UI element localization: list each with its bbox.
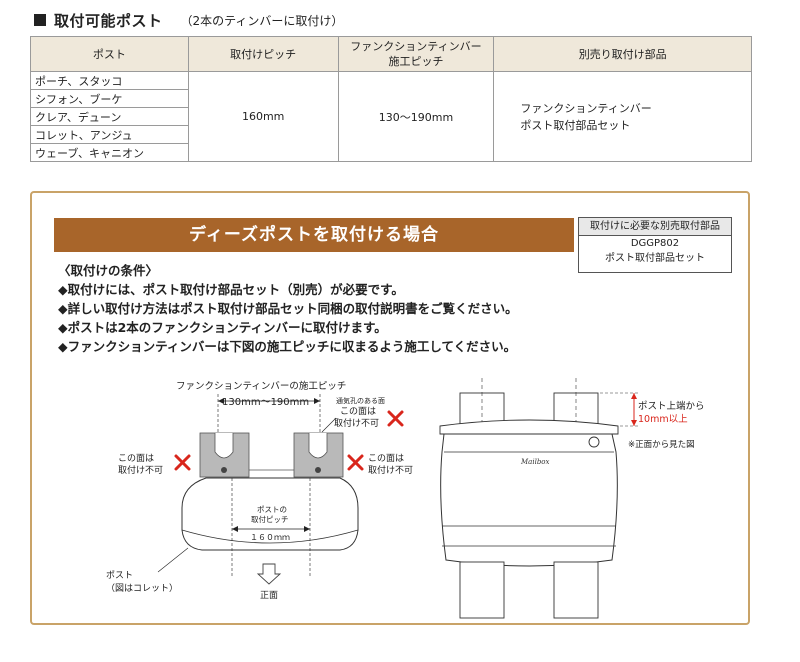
no-mount-label-side: この面は xyxy=(368,453,404,464)
arrow-left-icon xyxy=(218,398,224,404)
post-name: ウェーブ、キャニオン xyxy=(30,143,189,162)
section-subtitle: （2本のティンバーに取付け） xyxy=(180,13,344,28)
offset-label: ポスト上端から xyxy=(638,400,705,412)
post-label: （図はコレット） xyxy=(106,583,178,594)
required-parts-code: DGGP802 xyxy=(630,238,680,249)
col-header-parts: 別売り取付け部品 xyxy=(493,36,752,72)
cross-icon xyxy=(174,454,191,471)
front-label: 正面 xyxy=(260,590,278,601)
no-mount-label-top: この面は xyxy=(340,406,376,417)
conditions-title: 〈取付けの条件〉 xyxy=(58,263,159,278)
post-body xyxy=(181,477,359,551)
required-parts-title: 取付けに必要な別売取付部品 xyxy=(579,218,731,236)
col-header-timber-pitch-l2: 施工ピッチ xyxy=(388,55,444,68)
post-pitch-value: １６０ｍｍ xyxy=(250,533,290,542)
arrow-up-icon xyxy=(631,393,637,399)
no-mount-label-left: 取付け不可 xyxy=(118,465,163,476)
brand-logo: Mailbox xyxy=(520,458,550,466)
conditions-block: 〈取付けの条件〉 ◆取付けには、ポスト取付け部品セット（別売）が必要です。 ◆詳… xyxy=(58,261,518,356)
post-pitch-label: 取付ピッチ xyxy=(251,514,289,524)
condition-item: ◆ポストは2本のファンクションティンバーに取付けます。 xyxy=(58,320,387,335)
condition-item: ◆取付けには、ポスト取付け部品セット（別売）が必要です。 xyxy=(58,282,404,297)
front-view-diagram: Mailbox ポスト上端から 10mm以上 ※正面から見た図 xyxy=(439,378,705,619)
leader-line xyxy=(321,417,337,433)
table-row: ウェーブ、キャニオン xyxy=(30,143,752,162)
lock-icon xyxy=(588,436,600,448)
section-title: 取付可能ポスト xyxy=(54,11,163,30)
arrow-right-icon xyxy=(314,398,320,404)
table-header-row: ポスト 取付けピッチ ファンクションティンバー施工ピッチ 別売り取付け部品 xyxy=(30,36,752,72)
col-header-post: ポスト xyxy=(30,36,189,72)
timber-left xyxy=(199,432,250,478)
condition-item: ◆詳しい取付け方法はポスト取付け部品セット同梱の取付説明書をご覧ください。 xyxy=(58,301,518,316)
post-edge xyxy=(181,529,359,544)
no-mount-label-side: 取付け不可 xyxy=(368,465,413,476)
col-header-pitch: 取付けピッチ xyxy=(187,36,339,72)
vent-face-label: 通気孔のある面 xyxy=(336,396,385,405)
parts-line-1: ファンクションティンバー xyxy=(520,101,652,115)
timber-right-bottom xyxy=(553,561,599,619)
bullet-square-icon xyxy=(34,14,46,26)
leader-line xyxy=(157,547,189,573)
top-view-diagram: ファンクションティンバーの施工ピッチ 130mm〜190mm 通気孔のある面 こ… xyxy=(106,380,413,601)
no-mount-label-left: この面は xyxy=(118,453,154,464)
pitch-value: 160mm xyxy=(187,71,339,162)
installation-panel: ディーズポストを取付ける場合 取付けに必要な別売取付部品 DGGP802 ポスト… xyxy=(30,191,750,625)
arrow-left-icon xyxy=(232,526,238,532)
cross-icon xyxy=(387,410,404,427)
post-pitch-label: ポストの xyxy=(257,505,287,514)
post-name: シフォン、ブーケ xyxy=(30,89,189,108)
compatible-post-table: ポスト 取付けピッチ ファンクションティンバー施工ピッチ 別売り取付け部品 ポー… xyxy=(30,36,752,162)
post-front-body xyxy=(440,433,618,567)
required-parts-box: 取付けに必要な別売取付部品 DGGP802 ポスト取付部品セット xyxy=(578,217,732,273)
post-name: ポーチ、スタッコ xyxy=(30,71,189,90)
timber-pitch-value: 130mm〜190mm xyxy=(222,397,309,408)
timber-right xyxy=(293,432,344,478)
col-header-timber-pitch: ファンクションティンバー施工ピッチ xyxy=(337,36,495,72)
parts-line-2: ポスト取付部品セット xyxy=(520,118,631,132)
arrow-down-icon xyxy=(631,420,637,426)
table-row: シフォン、ブーケ xyxy=(30,89,752,108)
post-lid xyxy=(439,419,619,435)
timber-pitch-value: 130〜190mm xyxy=(337,71,495,162)
parts-value: ファンクションティンバーポスト取付部品セット xyxy=(493,71,752,162)
section-header: 取付可能ポスト （2本のティンバーに取付け） xyxy=(34,8,343,32)
col-header-timber-pitch-l1: ファンクションティンバー xyxy=(350,40,482,53)
offset-value: 10mm以上 xyxy=(638,414,688,425)
panel-title-band: ディーズポストを取付ける場合 xyxy=(54,218,574,252)
no-mount-label-top: 取付け不可 xyxy=(334,418,379,429)
condition-item: ◆ファンクションティンバーは下図の施工ピッチに収まるよう施工してください。 xyxy=(58,339,517,354)
post-label: ポスト xyxy=(106,570,133,581)
timber-pitch-label: ファンクションティンバーの施工ピッチ xyxy=(176,380,346,392)
arrow-right-icon xyxy=(304,526,310,532)
cross-icon xyxy=(347,454,364,471)
view-note: ※正面から見た図 xyxy=(628,440,695,450)
front-arrow-icon xyxy=(256,563,282,585)
required-parts-name: ポスト取付部品セット xyxy=(605,253,705,264)
table-row: ポーチ、スタッコ 160mm 130〜190mm ファンクションティンバーポスト… xyxy=(30,71,752,162)
timber-left-bottom xyxy=(459,561,505,619)
